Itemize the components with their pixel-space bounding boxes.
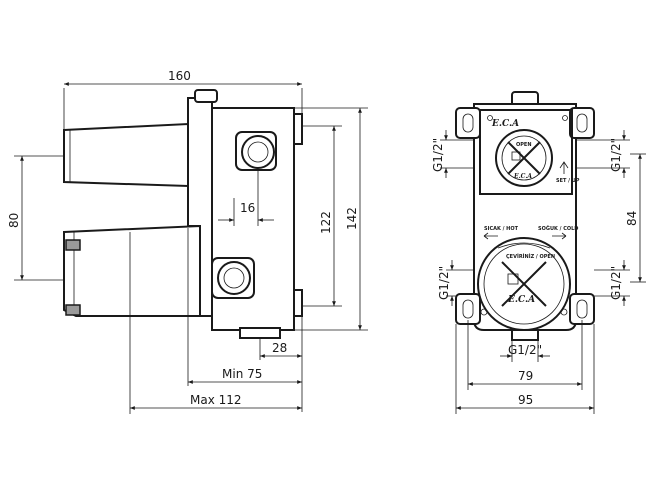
front-bottom-outlet — [511, 329, 539, 341]
arrow-left-icon — [483, 232, 498, 240]
lower-extension — [63, 224, 201, 317]
dim-28: 28 — [272, 341, 287, 355]
open-label-top: OPEN — [516, 142, 532, 148]
dim-79: 79 — [518, 369, 533, 383]
ear-bottom-right — [569, 293, 595, 325]
thread-bottom-right: G1/2" — [609, 266, 623, 300]
ear-top-left — [455, 107, 481, 139]
brand-top: E.C.A — [491, 119, 519, 129]
brand-bottom: E.C.A — [507, 295, 535, 305]
lower-connector — [217, 261, 251, 295]
set-up-label: SET / UP — [556, 178, 580, 184]
tab-lower — [65, 304, 81, 316]
thread-top-left: G1/2" — [431, 138, 445, 172]
diverter-knob — [495, 129, 553, 187]
handle-cylinder-top — [63, 122, 189, 188]
dim-84: 84 — [625, 211, 639, 226]
dim-142: 142 — [345, 207, 359, 230]
dim-95: 95 — [518, 393, 533, 407]
arrow-right-icon — [552, 232, 567, 240]
top-cap — [194, 89, 218, 103]
ear-bottom-left — [455, 293, 481, 325]
brand-knob-top: E.C.A — [513, 173, 532, 180]
cold-label: SOĞUK / COLD — [538, 225, 578, 232]
dim-16: 16 — [240, 201, 255, 215]
dim-160: 160 — [168, 69, 191, 83]
thread-bottom: G1/2" — [508, 343, 542, 357]
flange-bottom — [293, 289, 303, 317]
thread-bottom-left: G1/2" — [437, 266, 451, 300]
open-label-bottom: ÇEVİRİNİZ / OPEN — [506, 253, 555, 260]
dim-122: 122 — [319, 211, 333, 234]
front-view: E.C.A OPEN E.C.A SET / UP SICAK / HOT SO… — [431, 91, 646, 414]
dim-min-75: Min 75 — [222, 367, 262, 381]
hot-label: SICAK / HOT — [484, 226, 519, 232]
thread-top-right: G1/2" — [609, 138, 623, 172]
tab-upper — [65, 239, 81, 251]
arrow-up-icon — [559, 161, 569, 174]
dim-80: 80 — [7, 213, 21, 228]
ear-top-right — [569, 107, 595, 139]
rotation-arc-icon — [497, 242, 551, 249]
flange-top — [293, 113, 303, 145]
upper-connector — [241, 135, 275, 169]
upper-panel — [479, 109, 573, 195]
dim-max-112: Max 112 — [190, 393, 242, 407]
bottom-outlet — [239, 327, 281, 339]
side-view: 160 80 122 142 16 28 Min 75 — [7, 69, 368, 414]
